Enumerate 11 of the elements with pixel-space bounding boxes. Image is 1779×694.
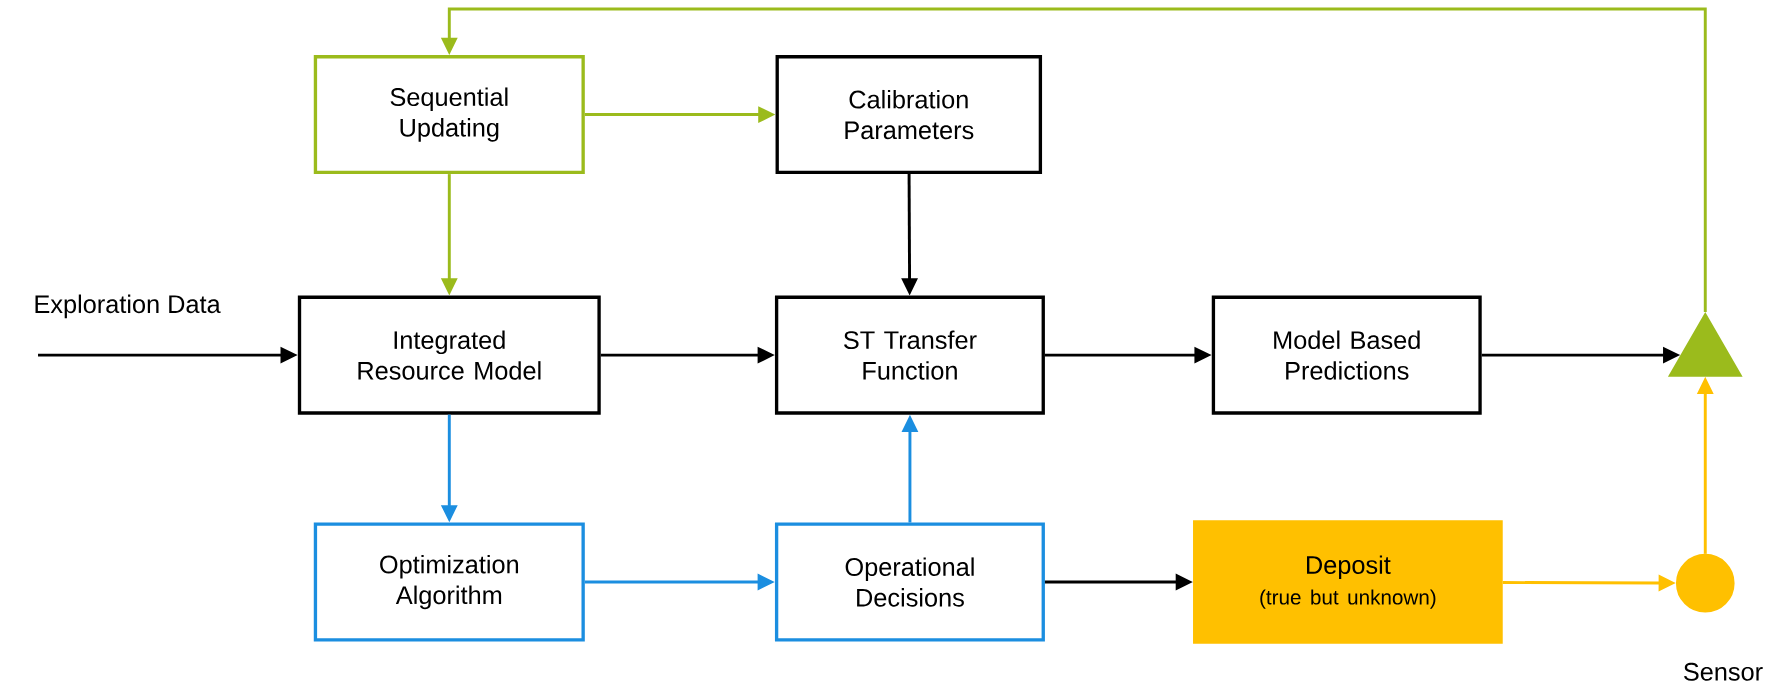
process-box: Model Based Predictions	[1211, 295, 1482, 415]
process-box: Sequential Updating	[313, 54, 585, 174]
process-box: ST Transfer Function	[774, 295, 1045, 415]
process-box: Integrated Resource Model	[297, 295, 601, 415]
process-box: Calibration Parameters	[775, 54, 1043, 174]
node-caption: Sensor	[1684, 662, 1763, 681]
process-box: Deposit (true but unknown)	[1193, 520, 1503, 644]
process-box: Operational Decisions	[774, 522, 1045, 642]
process-box: Optimization Algorithm	[313, 522, 585, 642]
sensor-circle	[1675, 553, 1735, 613]
edge-label: Exploration Data	[32, 293, 223, 320]
